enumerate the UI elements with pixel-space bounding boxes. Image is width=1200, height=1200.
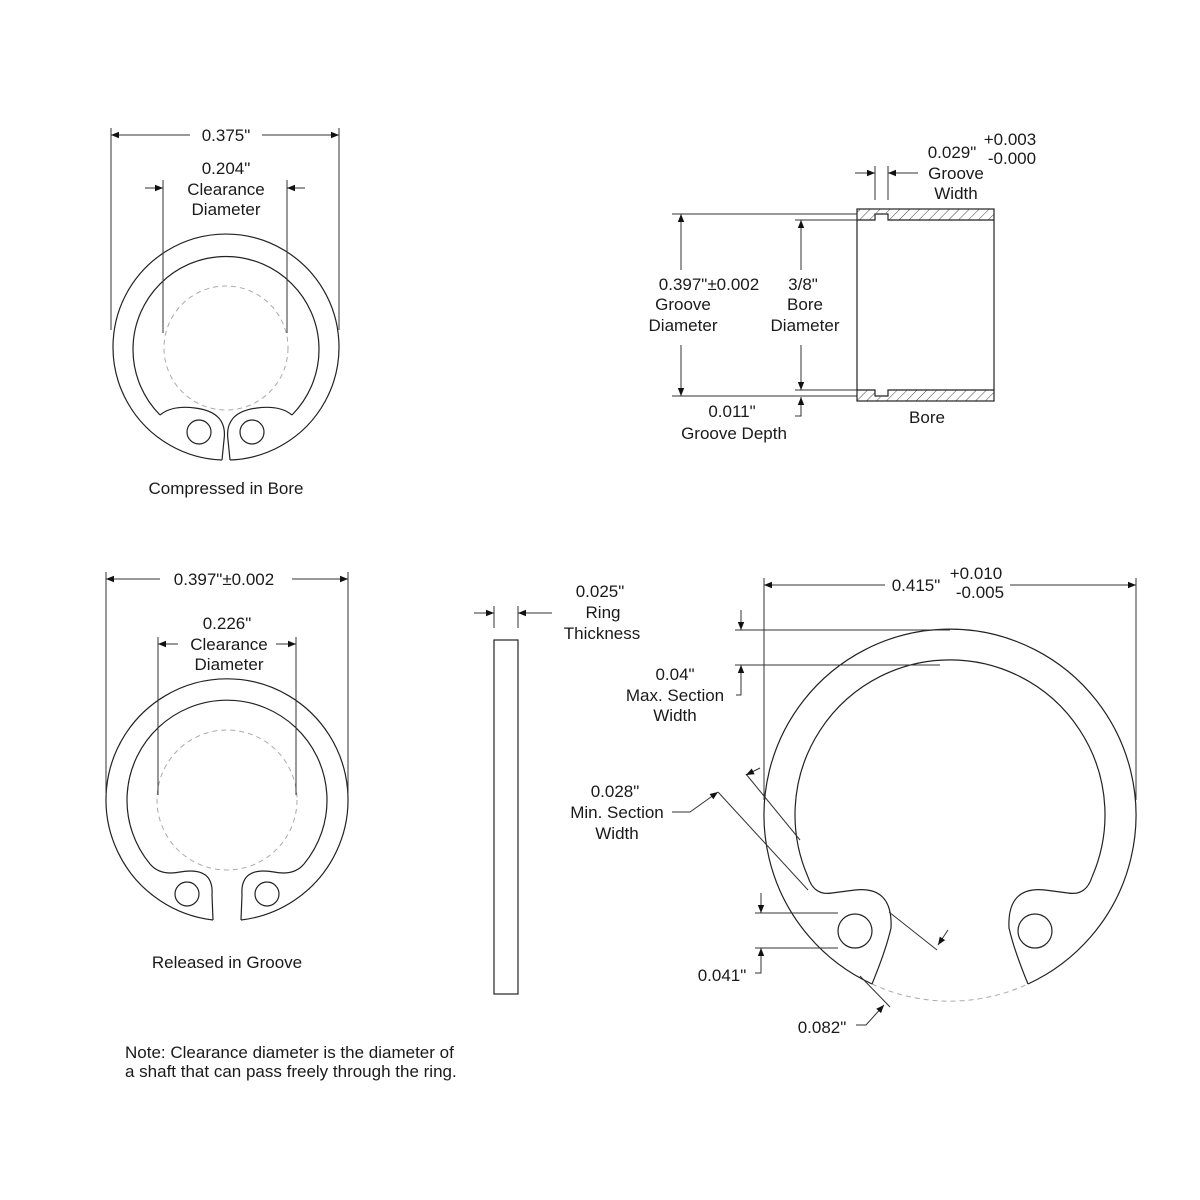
free-diameter-tolerance-plus: +0.010 (950, 564, 1002, 583)
lug-hole (1017, 913, 1053, 949)
groove-arc (871, 983, 1029, 1002)
lug-hole (254, 881, 280, 907)
clearance-label: Diameter (192, 200, 261, 219)
outer-diameter-label: 0.375" (202, 126, 251, 145)
thickness-label: Ring (586, 603, 621, 622)
ring-right-lug (240, 863, 305, 921)
ring-inner-edge (794, 659, 1106, 878)
outer-diameter-label: 0.397"±0.002 (174, 570, 274, 589)
released-ring-view: 0.397"±0.002 0.226" Clearance Diameter R… (105, 570, 349, 972)
groove-width-tolerance-minus: -0.000 (988, 149, 1036, 168)
max-section-label: Width (653, 706, 696, 725)
clearance-label: Clearance (187, 180, 265, 199)
clearance-note: Note: Clearance diameter is the diameter… (125, 1043, 457, 1081)
bore-diameter-value: 3/8" (788, 275, 818, 294)
thickness-label: Thickness (564, 624, 641, 643)
lug-hole (239, 419, 265, 445)
bore-section-view: 0.029" +0.003 -0.000 Groove Width 0.397"… (649, 130, 1037, 443)
ring-right-lug (1008, 876, 1093, 985)
thickness-value: 0.025" (576, 582, 625, 601)
ring-right-lug (226, 406, 293, 461)
ring-inner-edge (132, 255, 320, 416)
compressed-ring-view: 0.375" 0.204" Clearance Diameter Compres… (110, 126, 340, 498)
view-caption: Compressed in Bore (149, 479, 304, 498)
ring-left-lug (807, 876, 892, 985)
ring-outer-edge (105, 678, 349, 921)
ring-outer-edge (112, 233, 340, 461)
view-caption: Released in Groove (152, 953, 302, 972)
min-section-label: Min. Section (570, 803, 664, 822)
note-line: Note: Clearance diameter is the diameter… (125, 1043, 454, 1062)
clearance-label: Clearance (190, 635, 268, 654)
clearance-value: 0.226" (203, 614, 252, 633)
clearance-value: 0.204" (202, 159, 251, 178)
groove-depth-value: 0.011" (708, 402, 755, 421)
groove-diameter-label: Groove (655, 295, 711, 314)
free-diameter-tolerance-minus: -0.005 (956, 583, 1004, 602)
detail-ring-view: 0.415" +0.010 -0.005 0.04" Max. Section … (570, 564, 1137, 1037)
lug-hole (186, 419, 212, 445)
min-section-label: Width (595, 824, 638, 843)
groove-width-tolerance-plus: +0.003 (984, 130, 1036, 149)
ring-left-lug (159, 406, 226, 461)
clearance-circle (156, 729, 298, 871)
lug-dimension: 0.082" (798, 1018, 847, 1037)
clearance-label: Diameter (195, 655, 264, 674)
bore-caption: Bore (909, 408, 945, 427)
ring-inner-edge (126, 699, 328, 865)
max-section-label: Max. Section (626, 686, 724, 705)
hole-dimension: 0.041" (698, 966, 747, 985)
bore-diameter-label: Bore (787, 295, 823, 314)
ring-edge-profile (493, 639, 519, 995)
min-section-value: 0.028" (591, 782, 640, 801)
groove-width-label: Width (934, 184, 977, 203)
max-section-value: 0.04" (655, 665, 694, 684)
bore-wall-bottom (857, 390, 994, 401)
lug-hole (837, 913, 873, 949)
note-line: a shaft that can pass freely through the… (125, 1062, 457, 1081)
bore-diameter-label: Diameter (771, 316, 840, 335)
groove-diameter-value: 0.397"±0.002 (659, 275, 759, 294)
groove-width-label: Groove (928, 164, 984, 183)
lug-hole (174, 881, 200, 907)
clearance-circle (163, 285, 289, 411)
groove-depth-label: Groove Depth (681, 424, 787, 443)
ring-left-lug (149, 863, 214, 921)
groove-width-value: 0.029" (928, 143, 977, 162)
bore-wall-top (857, 209, 994, 220)
ring-outer-edge (763, 628, 1137, 985)
ring-thickness-view: 0.025" Ring Thickness (474, 582, 641, 995)
free-diameter-value: 0.415" (892, 576, 941, 595)
groove-diameter-label: Diameter (649, 316, 718, 335)
